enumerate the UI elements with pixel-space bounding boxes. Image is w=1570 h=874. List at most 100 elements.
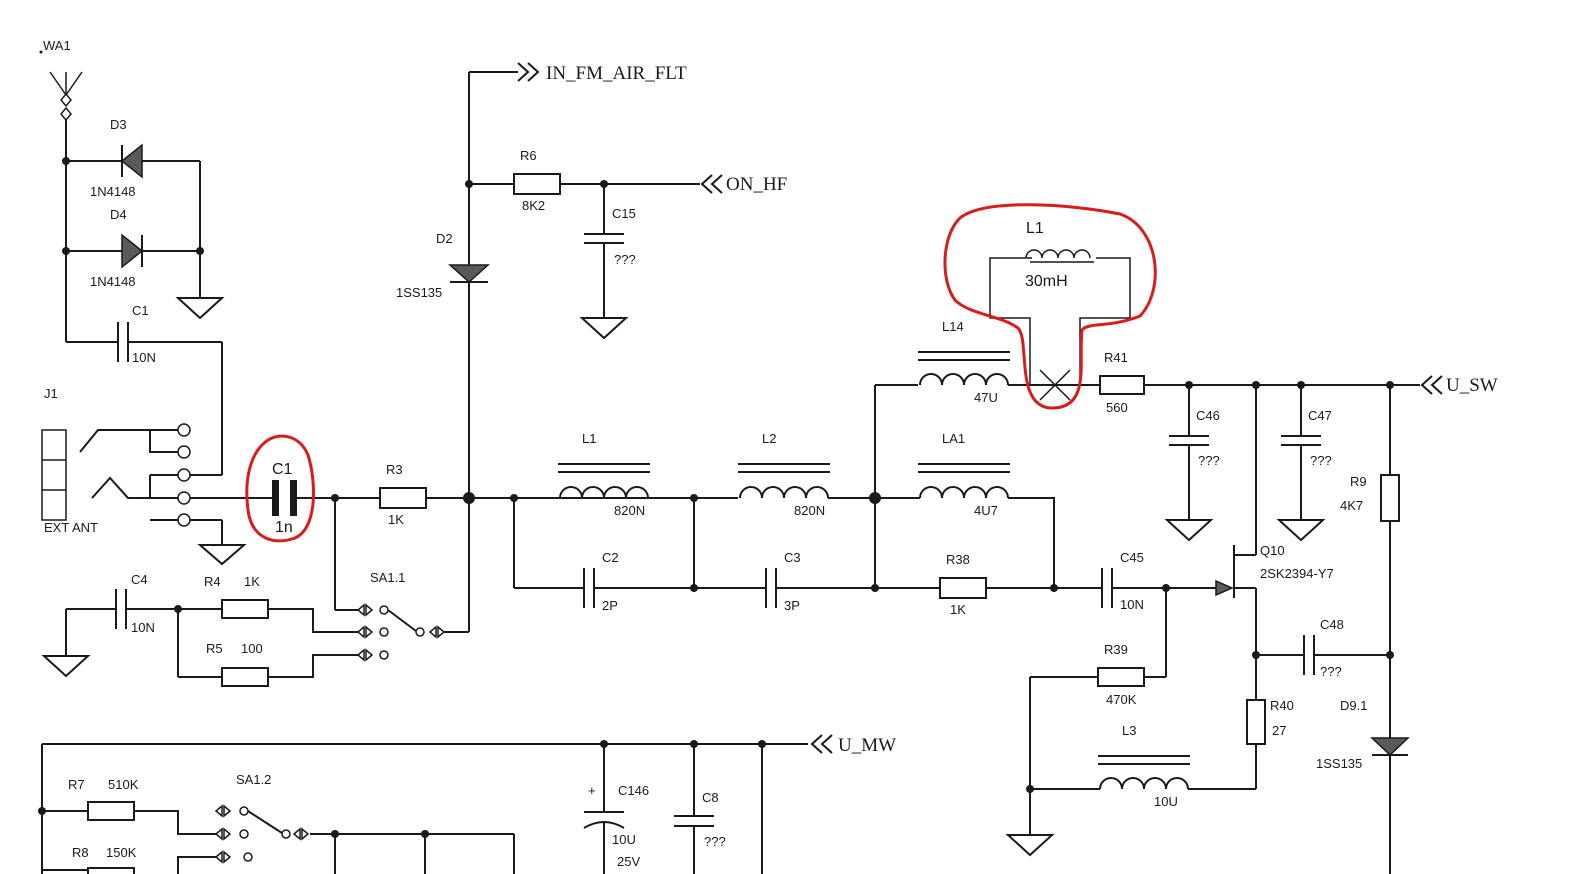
label-c3-value: 3P: [784, 598, 800, 613]
net-arrow: [1420, 375, 1433, 395]
label-r41-value: 560: [1106, 400, 1128, 415]
capacitor-c2: [583, 568, 595, 608]
label-r6: R6: [520, 148, 537, 163]
label-c146-value: 10U: [612, 832, 636, 847]
label-c8-value: ???: [704, 834, 726, 849]
inductor-l14: [918, 351, 1010, 386]
label-q10: Q10: [1260, 543, 1285, 558]
label-d9-1: D9.1: [1340, 698, 1367, 713]
capacitor-c3: [765, 568, 777, 608]
net-arrow: [527, 62, 540, 82]
label-r38-value: 1K: [950, 602, 966, 617]
label-d2: D2: [436, 231, 453, 246]
label-c15: C15: [612, 206, 636, 221]
ground-symbol: [197, 544, 247, 566]
label-l1-value: 820N: [614, 503, 645, 518]
label-r39-value: 470K: [1106, 692, 1137, 707]
diode-d9-1: [1370, 737, 1410, 757]
label-c1-value: 10N: [132, 350, 156, 365]
label-q10-value: 2SK2394-Y7: [1260, 566, 1334, 581]
label-l3-value: 10U: [1154, 794, 1178, 809]
diode-d3: [66, 143, 200, 179]
switch-sa1-1: [356, 603, 446, 662]
capacitor-c8: [674, 815, 714, 827]
capacitor-c48: [1303, 635, 1315, 675]
label-c46: C46: [1196, 408, 1220, 423]
highlight-l1: [943, 203, 1157, 410]
label-sa1-1: SA1.1: [370, 570, 405, 585]
label-l1: L1: [582, 431, 596, 446]
label-r5: R5: [206, 641, 223, 656]
resistor-r8: [87, 867, 135, 874]
label-r8-value: 150K: [106, 845, 137, 860]
resistor-r9: [1380, 474, 1400, 522]
label-c47: C47: [1308, 408, 1332, 423]
ground-symbol: [1005, 834, 1055, 857]
ground-symbol: [1164, 519, 1214, 542]
label-d2-value: 1SS135: [396, 285, 442, 300]
label-d3: D3: [110, 117, 127, 132]
antenna-wa1: [49, 71, 83, 122]
label-c2: C2: [602, 550, 619, 565]
label-c15-value: ???: [614, 252, 636, 267]
connector-j1: [41, 423, 191, 527]
label-l1-callout-value: 30mH: [1025, 273, 1068, 290]
label-d3-value: 1N4148: [90, 184, 136, 199]
net-arrow: [1430, 375, 1443, 395]
capacitor-c45: [1101, 568, 1113, 608]
label-r40: R40: [1270, 698, 1294, 713]
net-arrow: [810, 734, 823, 754]
ground-symbol: [1276, 519, 1326, 542]
capacitor-c1: [117, 322, 223, 475]
ground-symbol: [175, 297, 225, 320]
resistor-r7: [87, 801, 135, 821]
label-c146-polarity: +: [588, 783, 596, 798]
label-c4: C4: [131, 572, 148, 587]
transistor-q10: [1215, 545, 1256, 598]
label-ext-ant: EXT ANT: [44, 520, 98, 535]
resistor-r41: [1099, 375, 1145, 395]
net-arrow: [710, 174, 723, 194]
label-la1: LA1: [942, 431, 965, 446]
inductor-l1: [558, 463, 650, 499]
label-r41: R41: [1104, 350, 1128, 365]
highlight-c1: [245, 434, 316, 543]
resistor-r39: [1097, 667, 1145, 687]
resistor-r40: [1246, 699, 1266, 745]
label-r4: R4: [204, 574, 221, 589]
label-c48-value: ???: [1320, 664, 1342, 679]
label-c146-voltage: 25V: [617, 854, 640, 869]
label-c46-value: ???: [1198, 453, 1220, 468]
label-c45: C45: [1120, 550, 1144, 565]
capacitor-c1-callout: [272, 480, 297, 516]
switch-sa1-2: [214, 804, 310, 864]
label-d4: D4: [110, 207, 127, 222]
resistor-r3: [379, 487, 427, 509]
label-c1-callout-value: 1n: [275, 519, 293, 536]
label-r9-value: 4K7: [1340, 498, 1363, 513]
label-l14: L14: [942, 319, 964, 334]
label-r40-value: 27: [1272, 723, 1286, 738]
label-r7-value: 510K: [108, 777, 139, 792]
label-l14-value: 47U: [974, 390, 998, 405]
label-c48: C48: [1320, 617, 1344, 632]
label-c45-value: 10N: [1120, 597, 1144, 612]
net-u-sw: U_SW: [1446, 375, 1498, 396]
inductor-la1: [918, 463, 1010, 499]
label-c47-value: ???: [1310, 453, 1332, 468]
capacitor-c46: [1169, 435, 1209, 446]
net-on-hf: ON_HF: [726, 174, 787, 195]
label-r6-value: 8K2: [522, 198, 545, 213]
resistor-r5: [221, 667, 269, 687]
label-r9: R9: [1350, 474, 1367, 489]
ground-symbol: [579, 317, 629, 340]
diode-d4: [66, 233, 200, 269]
label-c1-callout: C1: [272, 461, 293, 478]
label-r3: R3: [386, 462, 403, 477]
label-r38: R38: [946, 552, 970, 567]
net-arrow: [700, 174, 713, 194]
inductor-l3: [1098, 755, 1190, 790]
label-c3: C3: [784, 550, 801, 565]
net-arrow: [820, 734, 833, 754]
